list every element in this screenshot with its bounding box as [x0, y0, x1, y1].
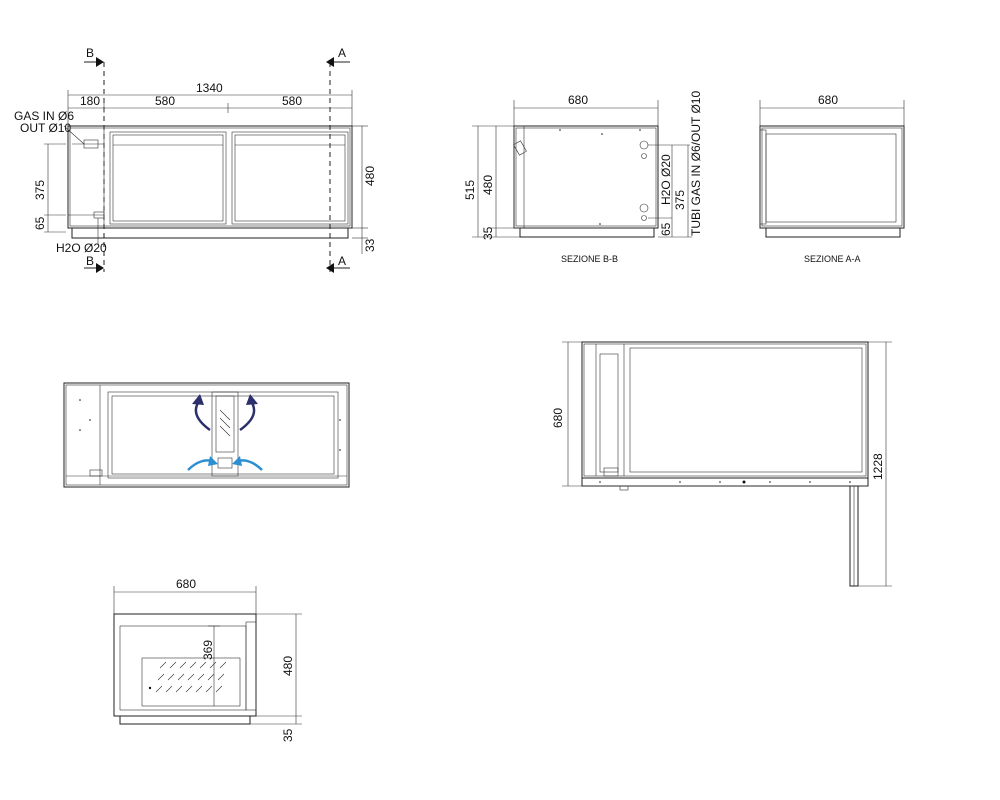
- front-plinth: [71, 227, 349, 239]
- top-door-edge: [245, 621, 257, 711]
- fan-unit: [211, 391, 239, 477]
- section-aa-body: [759, 125, 905, 229]
- front-view: B B A A 1340 180 580 580: [14, 46, 377, 273]
- section-arrow-b-bottom: [96, 263, 104, 273]
- section-label-a-top: A: [338, 46, 346, 60]
- dim-left-180: 180: [80, 94, 100, 108]
- caption-sezione-aa: SEZIONE A-A: [804, 254, 861, 264]
- section-label-b-bottom: B: [86, 254, 94, 268]
- front-body-outline: [67, 125, 353, 229]
- dim-680-top: 680: [176, 577, 196, 591]
- section-aa-door: [759, 129, 767, 225]
- section-aa-glass: [765, 133, 897, 223]
- front-door-left: [109, 131, 227, 225]
- section-bb-door: [513, 125, 525, 229]
- side-open-view: 680 1228: [551, 341, 892, 587]
- dim-375-bb: 375: [673, 190, 687, 210]
- h2o-port: [639, 203, 649, 213]
- gas-port-lower: [641, 153, 647, 159]
- dim-65-front: 65: [33, 216, 47, 230]
- section-arrow-a-bottom: [326, 263, 334, 273]
- grill-slots: [155, 661, 227, 693]
- dim-369-top: 369: [201, 640, 215, 660]
- airflow-view: [63, 382, 350, 488]
- section-bb: 680 515 480 35 H2O Ø20 375 65 TUBI GAS I…: [463, 91, 703, 264]
- gas-label-out: OUT Ø10: [20, 121, 71, 135]
- section-arrow-b-top: [96, 57, 104, 67]
- h2o-label-front: H2O Ø20: [56, 241, 107, 255]
- dim-680-bb: 680: [568, 93, 588, 107]
- section-arrow-a-top: [326, 57, 334, 67]
- dim-33-front: 33: [363, 238, 377, 252]
- side-body: [581, 341, 869, 487]
- dim-right-580: 580: [282, 94, 302, 108]
- top-view: 680 369 480 35: [113, 577, 302, 742]
- dim-680-side: 680: [551, 408, 565, 428]
- dim-35-bb: 35: [481, 226, 495, 240]
- gas-port-upper: [639, 140, 649, 150]
- top-plinth: [119, 715, 251, 725]
- section-bb-handle: [513, 140, 527, 156]
- tubi-gas-label-bb: TUBI GAS IN Ø6/OUT Ø10: [689, 91, 703, 236]
- section-aa-plinth: [765, 227, 901, 238]
- caption-sezione-bb: SEZIONE B-B: [561, 254, 618, 264]
- gas-label-in: GAS IN Ø6: [14, 109, 74, 123]
- dim-480-top: 480: [281, 656, 295, 676]
- section-aa: 680 SEZIONE A-A: [759, 93, 905, 264]
- grill-plate: [141, 657, 241, 707]
- section-bb-body: [513, 125, 659, 229]
- airflow-body: [63, 382, 350, 488]
- top-body: [113, 613, 257, 717]
- dim-375-front: 375: [33, 180, 47, 200]
- dim-480-bb: 480: [481, 175, 495, 195]
- dim-mid-580: 580: [155, 94, 175, 108]
- section-label-a-bottom: A: [338, 254, 346, 268]
- front-door-right: [231, 131, 349, 225]
- dim-total-width: 1340: [196, 81, 223, 95]
- dim-65-bb: 65: [659, 222, 673, 236]
- dim-480-front: 480: [363, 166, 377, 186]
- dim-515-bb: 515: [463, 180, 477, 200]
- h2o-label-bb: H2O Ø20: [659, 154, 673, 205]
- side-inner-panel: [629, 347, 863, 473]
- dim-35-top: 35: [281, 728, 295, 742]
- section-label-b-top: B: [86, 46, 94, 60]
- dim-1228-side: 1228: [871, 453, 885, 480]
- dim-680-aa: 680: [818, 93, 838, 107]
- section-bb-plinth: [519, 227, 655, 238]
